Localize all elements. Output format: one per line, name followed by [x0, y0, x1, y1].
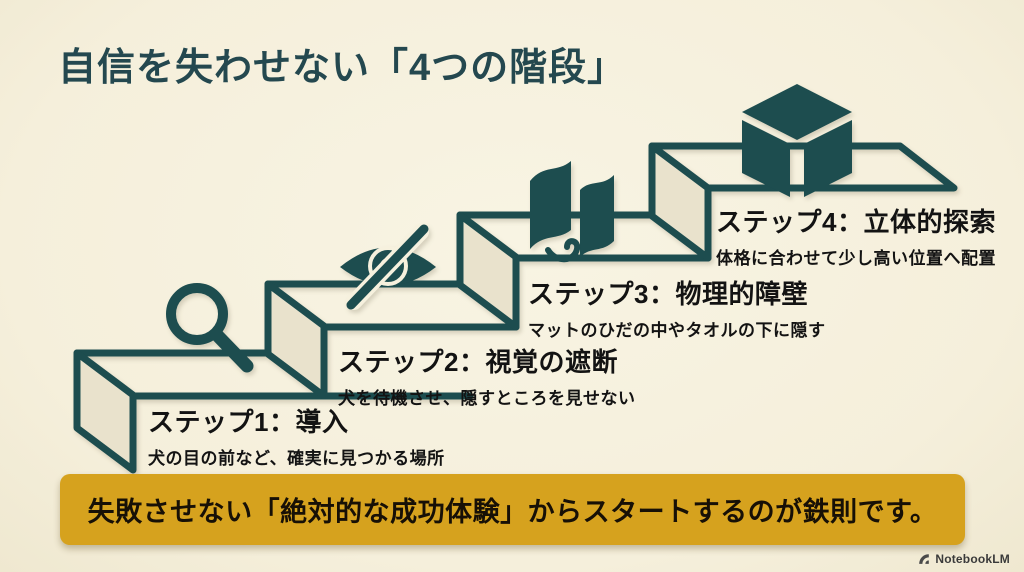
magnifier-icon — [166, 283, 254, 373]
step3-title: ステップ3：物理的障壁 — [528, 279, 808, 309]
notebooklm-brand-text: NotebookLM — [935, 552, 1010, 566]
step2-subtitle: 犬を待機させ、隠すところを見せない — [338, 389, 636, 408]
step1-label: ステップ1：導入 犬の目の前など、確実に見つかる場所 — [148, 402, 445, 469]
footer-brand: NotebookLM — [917, 552, 1010, 566]
step2-title: ステップ2：視覚の遮断 — [338, 347, 618, 377]
page-title: 自信を失わせない「4つの階段」 — [58, 47, 627, 89]
step1-subtitle: 犬の目の前など、確実に見つかる場所 — [148, 449, 445, 468]
step4-title: ステップ4：立体的探索 — [716, 207, 996, 237]
step3-label: ステップ3：物理的障壁 マットのひだの中やタオルの下に隠す — [528, 274, 826, 341]
fabric-icon — [530, 161, 614, 263]
staircase-risers — [73, 142, 712, 474]
step4-subtitle: 体格に合わせて少し高い位置へ配置 — [716, 249, 996, 268]
key-message-text: 失敗させない「絶対的な成功体験」からスタートするのが鉄則です。 — [87, 497, 938, 527]
step4-label: ステップ4：立体的探索 体格に合わせて少し高い位置へ配置 — [716, 202, 996, 269]
cube-icon — [742, 84, 852, 197]
step2-label: ステップ2：視覚の遮断 犬を待機させ、隠すところを見せない — [338, 342, 636, 409]
eye-off-icon — [340, 224, 436, 310]
notebooklm-logo-icon — [919, 554, 930, 564]
step1-title: ステップ1：導入 — [148, 407, 349, 437]
key-message-banner: 失敗させない「絶対的な成功体験」からスタートするのが鉄則です。 — [60, 474, 965, 545]
step3-subtitle: マットのひだの中やタオルの下に隠す — [528, 321, 826, 340]
